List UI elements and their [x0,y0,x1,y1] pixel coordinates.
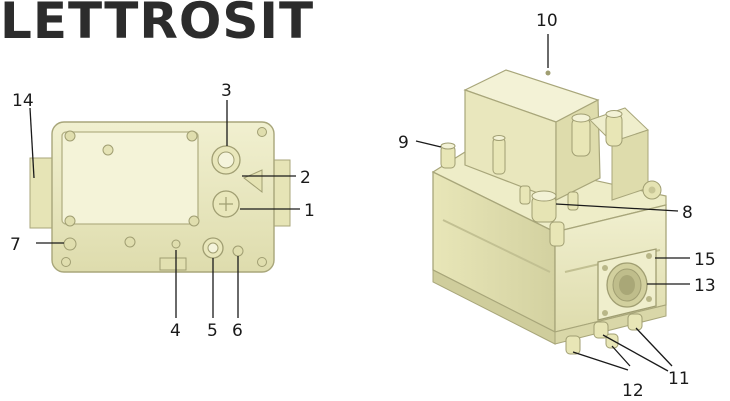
callout-11: 11 [668,369,690,389]
valve-isometric-view [431,69,667,355]
callout-1: 1 [304,201,315,221]
callout-6: 6 [232,321,243,341]
callout-7: 7 [10,235,21,255]
callout-14: 14 [12,91,34,111]
callout-15: 15 [694,250,716,270]
outlet-nozzle-b [627,313,643,331]
callout-4: 4 [170,321,181,341]
test-point-a [565,335,581,355]
test-point-b [605,333,619,349]
brand-title: LETTROSIT [0,0,315,50]
valve-bottom-view [29,121,291,273]
outlet-nozzle-a [593,321,609,339]
pressure-port-7 [63,237,77,251]
callout-10: 10 [536,11,558,31]
callout-13: 13 [694,276,716,296]
callout-9: 9 [398,133,409,153]
callout-12: 12 [622,381,644,401]
cover-plate [61,131,199,225]
callout-8: 8 [682,203,693,223]
callout-3: 3 [221,81,232,101]
leader-lines [29,34,690,372]
callout-5: 5 [207,321,218,341]
callout-labels: 14 3 2 1 7 4 5 6 10 9 8 15 13 11 12 [10,11,716,401]
callout-2: 2 [300,168,311,188]
port-6 [232,245,244,257]
